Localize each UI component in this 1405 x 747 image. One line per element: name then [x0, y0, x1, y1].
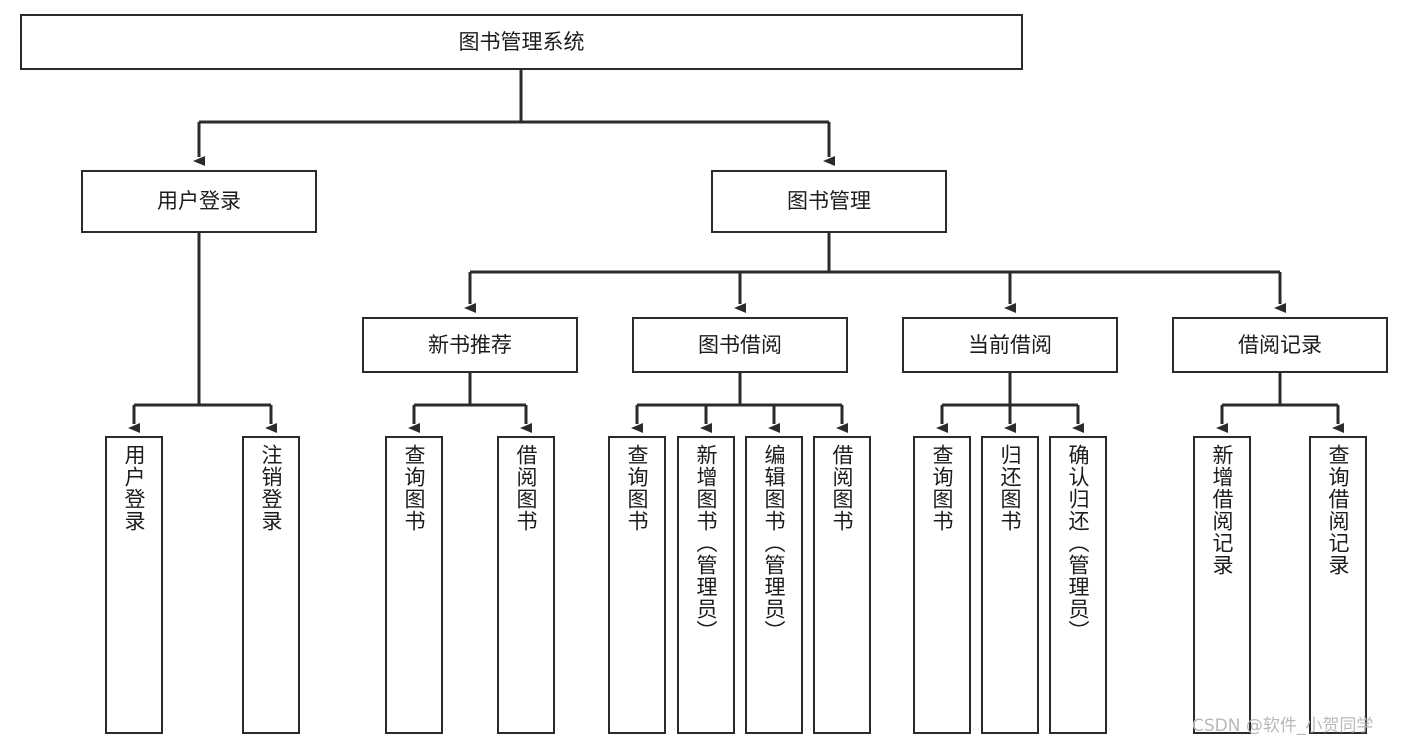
node-new-book-recommend[interactable]: 新书推荐	[362, 317, 578, 373]
node-leaf-add-record[interactable]: 新增借阅记录	[1193, 436, 1251, 734]
node-label: 用户登录	[157, 189, 241, 214]
node-label: 归还图书	[998, 444, 1023, 532]
node-leaf-query-book-recommend[interactable]: 查询图书	[385, 436, 443, 734]
node-label: 借阅图书	[514, 444, 539, 532]
node-leaf-logout[interactable]: 注销登录	[242, 436, 300, 734]
node-label: 借阅图书	[830, 444, 855, 532]
node-label: 当前借阅	[968, 332, 1052, 357]
node-label: 图书管理	[787, 189, 871, 214]
node-book-borrow[interactable]: 图书借阅	[632, 317, 848, 373]
node-leaf-edit-book[interactable]: 编辑图书（管理员）	[745, 436, 803, 734]
node-leaf-query-book-current[interactable]: 查询图书	[913, 436, 971, 734]
node-label: 新增图书（管理员）	[694, 444, 719, 642]
node-leaf-query-book-borrow[interactable]: 查询图书	[608, 436, 666, 734]
node-label: 查询图书	[402, 444, 427, 532]
node-label: 编辑图书（管理员）	[762, 444, 787, 642]
node-label: 查询图书	[930, 444, 955, 532]
node-current-borrow[interactable]: 当前借阅	[902, 317, 1118, 373]
node-leaf-add-book[interactable]: 新增图书（管理员）	[677, 436, 735, 734]
node-book-manage[interactable]: 图书管理	[711, 170, 947, 233]
node-leaf-return-book[interactable]: 归还图书	[981, 436, 1039, 734]
node-label: 借阅记录	[1238, 332, 1322, 357]
node-root-system[interactable]: 图书管理系统	[20, 14, 1023, 70]
node-leaf-query-record[interactable]: 查询借阅记录	[1309, 436, 1367, 734]
node-label: 查询图书	[625, 444, 650, 532]
node-label: 图书管理系统	[458, 29, 585, 54]
node-label: 确认归还（管理员）	[1066, 444, 1091, 642]
node-user-login[interactable]: 用户登录	[81, 170, 317, 233]
node-borrow-record[interactable]: 借阅记录	[1172, 317, 1388, 373]
node-leaf-borrow-book-recommend[interactable]: 借阅图书	[497, 436, 555, 734]
node-label: 注销登录	[259, 444, 284, 532]
node-label: 查询借阅记录	[1326, 444, 1351, 576]
node-label: 新增借阅记录	[1210, 444, 1235, 576]
node-leaf-user-login[interactable]: 用户登录	[105, 436, 163, 734]
node-leaf-confirm-return[interactable]: 确认归还（管理员）	[1049, 436, 1107, 734]
node-label: 新书推荐	[428, 332, 512, 357]
node-label: 图书借阅	[698, 332, 782, 357]
node-leaf-borrow-book[interactable]: 借阅图书	[813, 436, 871, 734]
node-label: 用户登录	[122, 444, 147, 532]
